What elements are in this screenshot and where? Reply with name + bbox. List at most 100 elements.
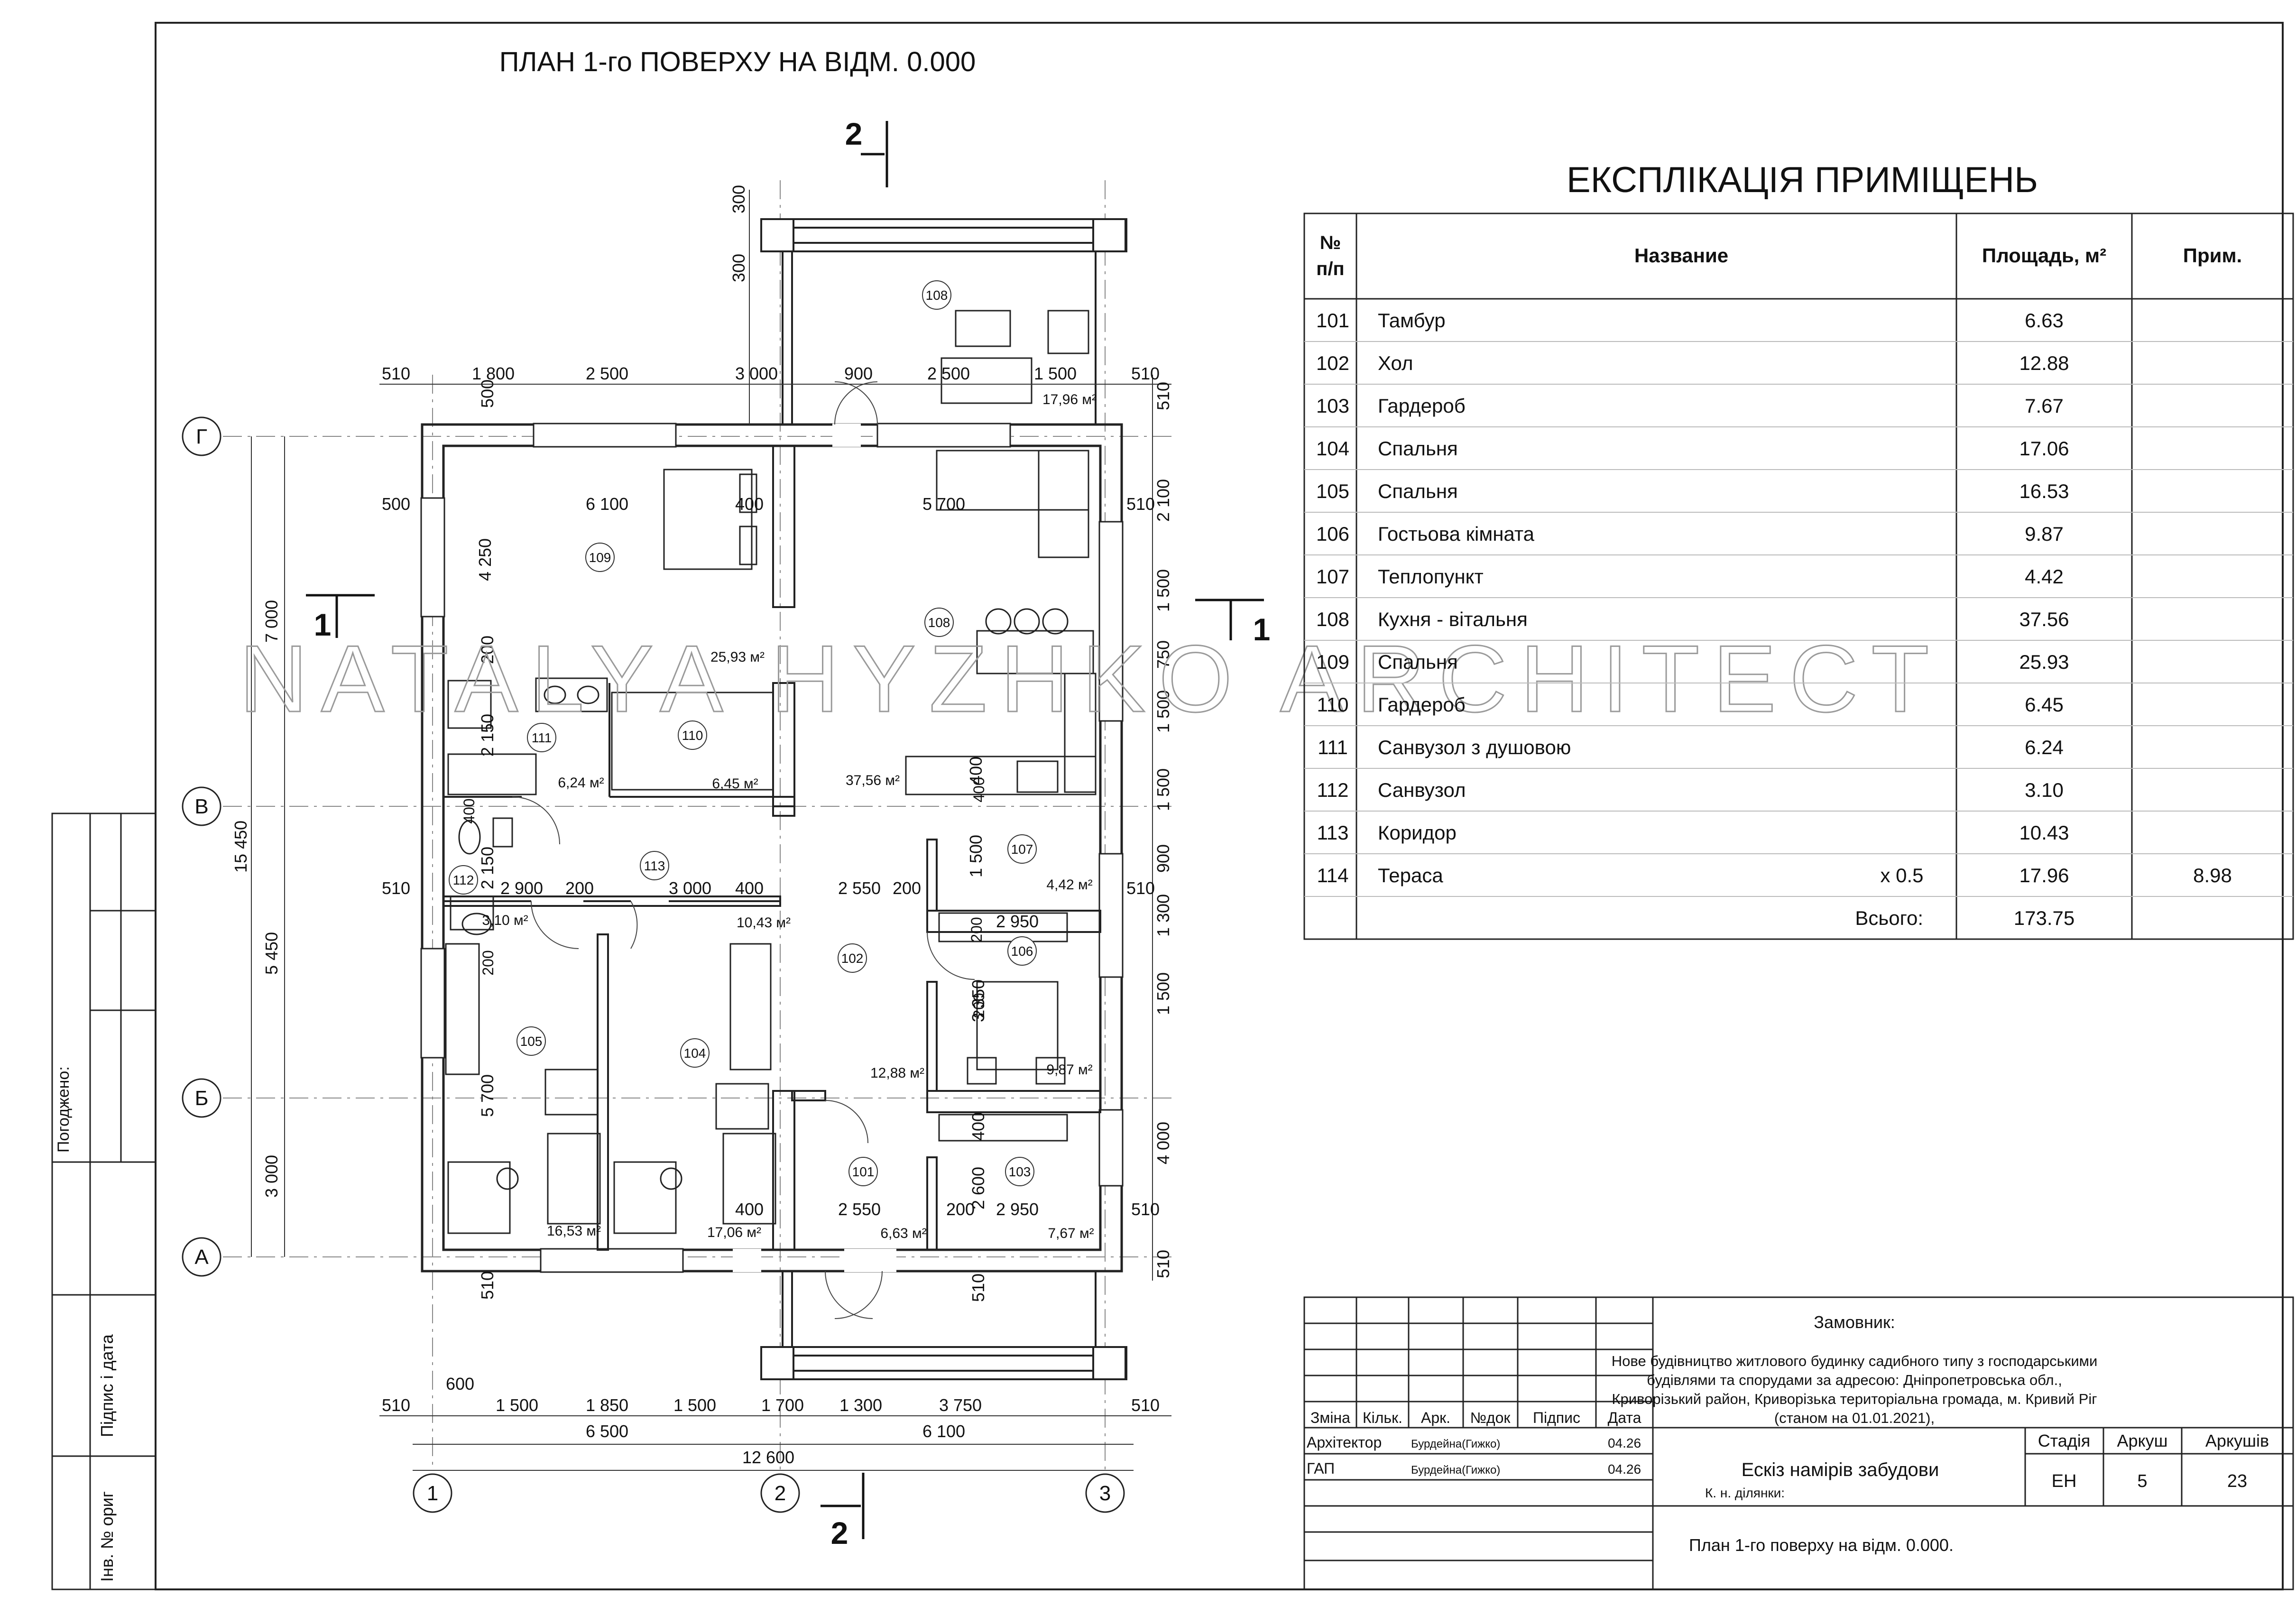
room-area-103: 7,67 м²	[1048, 1226, 1094, 1241]
dim-right-8: 1 300	[1153, 894, 1173, 937]
dim-int-28: 200	[946, 1200, 975, 1219]
room-tag-106: 106	[1011, 944, 1033, 959]
dim-int-9: 2 150	[478, 847, 497, 889]
row-103-num: 103	[1316, 395, 1349, 417]
col-sheet: Арк.	[1421, 1409, 1450, 1426]
dim-int-3: 5 700	[922, 494, 965, 514]
plan-title: ПЛАН 1-го ПОВЕРХУ НА ВІДМ. 0.000	[499, 46, 976, 77]
dim-bottom-0: 510	[382, 1395, 410, 1415]
dim-int-18: 1 500	[966, 835, 986, 877]
room-area-104: 17,06 м²	[707, 1225, 761, 1240]
room-area-110: 6,45 м²	[712, 776, 758, 792]
dim-left-3: 3 000	[262, 1155, 281, 1198]
dim-right-5: 1 500	[1153, 768, 1173, 811]
dim-top-7: 510	[1131, 364, 1160, 383]
dim-bottom-2: 1 850	[586, 1395, 628, 1415]
row-102-area: 12.88	[2019, 352, 2069, 374]
room-tag-112: 112	[453, 873, 474, 887]
dim-bottom-row2-0: 6 500	[586, 1421, 628, 1441]
section-mark-2-top: 2	[845, 116, 863, 151]
dim-right-4: 1 500	[1153, 690, 1173, 733]
row-110-num: 110	[1317, 693, 1349, 716]
row-106-num: 106	[1316, 523, 1349, 545]
section-mark-1-right: 1	[1253, 612, 1271, 647]
row-106-name: Гостьова кімната	[1378, 523, 1535, 545]
row-112-area: 3.10	[2025, 779, 2064, 801]
dim-int-32: 400	[970, 777, 987, 802]
room-area-107: 4,42 м²	[1046, 877, 1092, 893]
col-change: Зміна	[1310, 1409, 1350, 1426]
col-signature: Підпис	[1533, 1409, 1580, 1426]
dim-int-30: 510	[478, 1271, 497, 1300]
dim-bottom-1: 1 500	[496, 1395, 538, 1415]
room-tag-105: 105	[520, 1034, 543, 1049]
sheets-value: 23	[2227, 1471, 2247, 1491]
dim-right-10: 4 000	[1153, 1122, 1173, 1164]
row-114-area: 17.96	[2019, 864, 2069, 886]
room-area-109: 25,93 м²	[710, 649, 765, 665]
row-108-num: 108	[1316, 608, 1349, 630]
room-tag-108-terrace: 108	[926, 288, 948, 303]
architect-date: 04.26	[1608, 1436, 1641, 1450]
dim-bottom-extra: 600	[446, 1374, 474, 1394]
dim-left-1: 15 450	[231, 821, 250, 873]
section-mark-1-left: 1	[314, 607, 332, 642]
room-tag-108: 108	[928, 615, 950, 630]
project-line-3: Криворізький район, Криворізька територі…	[1612, 1391, 2097, 1407]
explication-title: ЕКСПЛІКАЦІЯ ПРИМІЩЕНЬ	[1567, 160, 2038, 200]
dim-bottom-6: 3 750	[939, 1395, 982, 1415]
row-104-area: 17.06	[2019, 437, 2069, 460]
dim-int-27: 2 550	[838, 1200, 881, 1219]
row-111-num: 111	[1318, 736, 1348, 758]
row-107-num: 107	[1316, 565, 1349, 588]
room-area-101: 6,63 м²	[880, 1226, 926, 1241]
row-109-area: 25.93	[2019, 651, 2069, 673]
dim-int-2: 400	[735, 494, 764, 514]
total-label: Всього:	[1855, 907, 1923, 929]
row-114-coef: x 0.5	[1880, 864, 1923, 886]
row-107-area: 4.42	[2025, 565, 2064, 588]
gap-role: ГАП	[1307, 1460, 1335, 1477]
dim-int-8: 400	[461, 798, 478, 823]
col-num-line2: п/п	[1316, 258, 1344, 279]
row-103-area: 7.67	[2025, 395, 2064, 417]
dim-int-33: 200	[970, 993, 987, 1018]
architect-name: Бурдейна(Гижко)	[1411, 1438, 1500, 1450]
row-114-name: Тераса	[1378, 864, 1443, 886]
dim-right-6: 900	[1153, 844, 1173, 873]
row-105-name: Спальня	[1378, 480, 1458, 502]
axis-label-3: 3	[1099, 1482, 1111, 1505]
stage-value: ЕН	[2052, 1471, 2077, 1491]
room-tag-107: 107	[1011, 842, 1033, 857]
sheet-frame	[155, 22, 2284, 1590]
side-stamp	[51, 812, 157, 1590]
title-block	[1303, 1296, 2294, 1590]
dim-top-1: 1 800	[472, 364, 515, 383]
dim-int-15: 2 550	[838, 878, 881, 898]
project-line-4: (станом на 01.01.2021),	[1774, 1410, 1935, 1426]
dim-top-3: 3 000	[735, 364, 778, 383]
room-area-102: 12,88 м²	[870, 1065, 924, 1081]
dim-right-12: 510	[1153, 1250, 1173, 1278]
dim-bottom-total: 12 600	[742, 1448, 794, 1467]
dim-int-19: 200	[968, 917, 985, 942]
sheets-header: Аркушів	[2205, 1431, 2269, 1450]
gap-date: 04.26	[1608, 1462, 1641, 1477]
project-line-1: Нове будівництво житлового будинку садиб…	[1612, 1353, 2098, 1369]
dim-int-17: 400	[966, 757, 986, 785]
project-line-2: будівлями та спорудами за адресою: Дніпр…	[1647, 1372, 2062, 1388]
dim-int-10: 510	[382, 878, 410, 898]
dim-top-4: 900	[844, 364, 873, 383]
dim-int-24: 400	[968, 1112, 988, 1141]
row-112-name: Санвузол	[1378, 779, 1466, 801]
sheet-header: Аркуш	[2117, 1431, 2167, 1450]
col-doc: №док	[1470, 1409, 1511, 1426]
row-105-area: 16.53	[2019, 480, 2069, 502]
watermark: NATALYA HYZHKO ARCHITECT	[240, 626, 1943, 732]
dim-right-9: 1 500	[1153, 972, 1173, 1015]
dim-bottom-7: 510	[1131, 1395, 1160, 1415]
dim-int-31: 510	[968, 1274, 988, 1302]
room-area-106: 9,87 м²	[1046, 1062, 1092, 1078]
dim-top-5: 2 500	[927, 364, 970, 383]
architect-role: Архітектор	[1307, 1434, 1382, 1451]
